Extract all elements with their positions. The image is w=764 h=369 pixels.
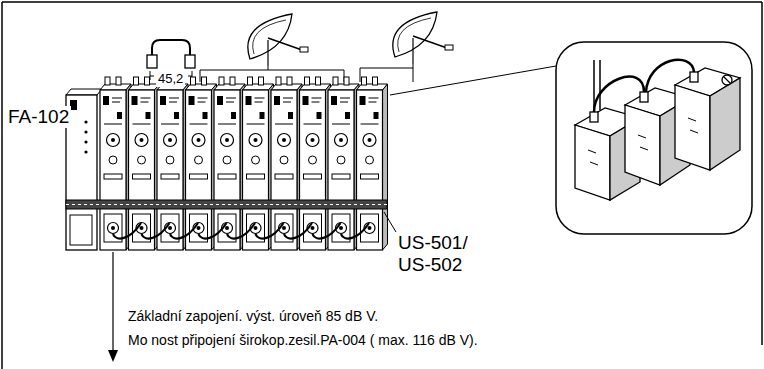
dimension-label: 45,2 — [156, 72, 185, 87]
note-text: Mo nost připojení širokop.zesil.PA-004 (… — [126, 332, 480, 348]
part-name: US-501/ US-502 — [396, 232, 482, 276]
note-text: Základní zapojení. výst. úroveň 85 dB V. — [126, 308, 380, 324]
part-name: FA-102 — [6, 106, 71, 128]
